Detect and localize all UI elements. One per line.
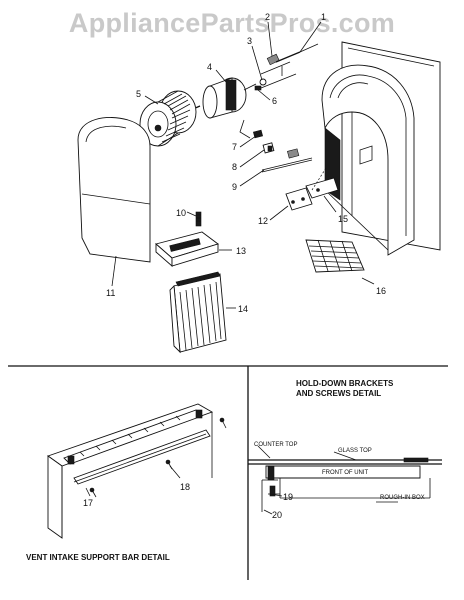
brackets-12-15 [285, 167, 339, 211]
label-counter-top: COUNTER TOP [254, 442, 297, 448]
callout-11: 11 [106, 288, 115, 298]
motor-mount-hardware [254, 43, 319, 91]
callout-2: 2 [265, 12, 270, 22]
vent-detail-title: VENT INTAKE SUPPORT BAR DETAIL [26, 553, 170, 562]
callout-10: 10 [176, 208, 186, 218]
front-cover [77, 117, 151, 263]
callout-3: 3 [247, 36, 252, 46]
leader-lines-upper [111, 21, 375, 309]
callout-12: 12 [258, 216, 268, 226]
callout-7: 7 [232, 142, 237, 152]
holddown-title-line1: HOLD-DOWN BRACKETS [296, 379, 394, 388]
callout-4: 4 [207, 62, 212, 72]
callout-19: 19 [283, 492, 293, 502]
blower-wheel [139, 90, 197, 147]
small-parts [239, 119, 313, 173]
callout-13: 13 [236, 246, 246, 256]
holddown-brackets-detail [248, 445, 442, 515]
filter-tray [155, 231, 219, 267]
callout-20: 20 [272, 510, 282, 520]
callout-17: 17 [83, 498, 93, 508]
blower-motor [185, 77, 257, 119]
label-glass-top: GLASS TOP [338, 448, 372, 454]
holddown-title-line2: AND SCREWS DETAIL [296, 389, 381, 398]
grille [305, 239, 365, 273]
callout-9: 9 [232, 182, 237, 192]
label-front-of-unit: FRONT OF UNIT [322, 470, 369, 476]
callout-6: 6 [272, 96, 277, 106]
callout-15: 15 [338, 214, 348, 224]
callout-8: 8 [232, 162, 237, 172]
callout-5: 5 [136, 89, 141, 99]
callout-18: 18 [180, 482, 190, 492]
label-rough-in-box: ROUGH-IN BOX [380, 495, 425, 501]
filter-element [169, 271, 227, 354]
vent-intake-support-bar-detail [47, 403, 227, 539]
callout-1: 1 [321, 12, 326, 22]
callout-16: 16 [376, 286, 386, 296]
screw-10 [195, 211, 202, 227]
callout-14: 14 [238, 304, 248, 314]
detail-frame [8, 365, 448, 580]
